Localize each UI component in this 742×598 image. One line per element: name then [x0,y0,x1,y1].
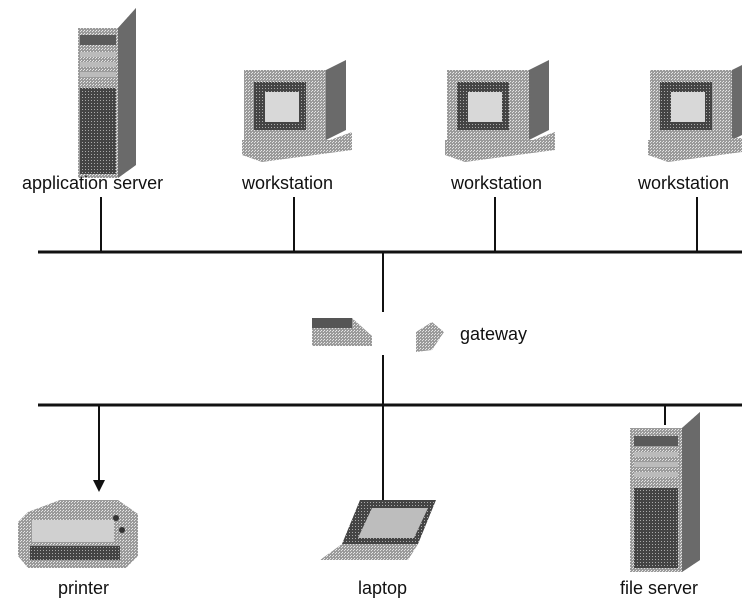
laptop-label: laptop [358,578,408,598]
workstation-1-icon [242,60,352,162]
printer-arrowhead [93,480,105,492]
application-server-label: application server [22,173,164,193]
workstation-1-label: workstation [242,173,334,193]
workstation-2-icon [445,60,555,162]
workstation-3-icon [648,65,742,162]
gateway-label: gateway [460,324,528,344]
gateway-icon [312,318,444,352]
workstation-2-label: workstation [451,173,543,193]
printer-body-icon [18,500,138,568]
application-server-icon [78,8,136,178]
laptop-body-icon [320,500,436,560]
file-server-label: file server [620,578,699,598]
printer-label: printer [58,578,110,598]
file-server-body-icon [630,412,700,572]
workstation-3-label: workstation [638,173,730,193]
